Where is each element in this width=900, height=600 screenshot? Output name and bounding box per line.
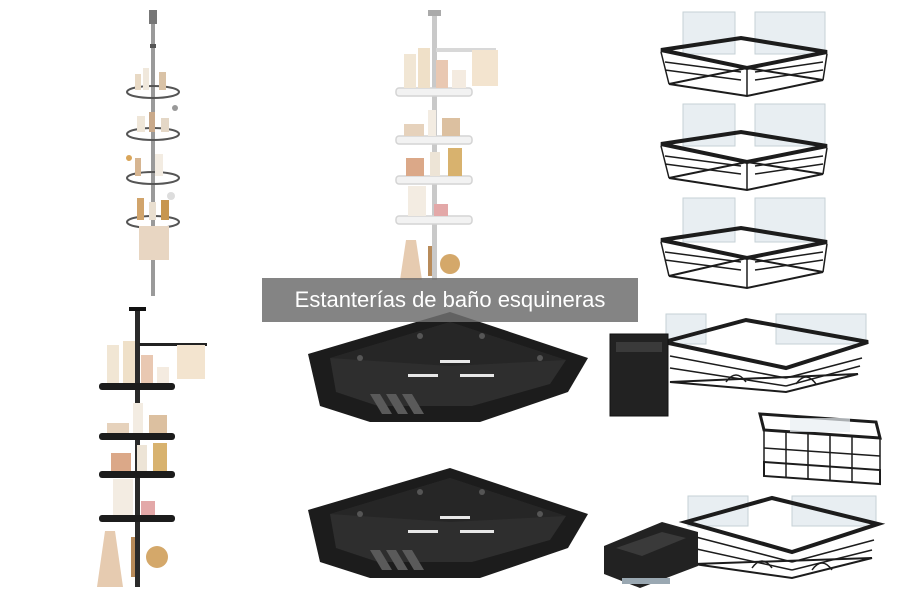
adhesive-corner-shelf-middle-image	[660, 103, 828, 192]
tension-pole-caddy-black[interactable]	[95, 305, 213, 593]
black-plastic-corner-tray-top[interactable]	[300, 306, 592, 428]
adhesive-corner-shelf-bottom-image	[660, 197, 828, 290]
tension-pole-caddy-black-image	[97, 307, 207, 587]
corner-shelf-with-soap-dish-image	[604, 495, 886, 588]
adhesive-corner-shelf-top[interactable]	[655, 10, 835, 100]
title-banner: Estanterías de baño esquineras	[262, 278, 638, 322]
adhesive-corner-shelf-bottom[interactable]	[655, 196, 835, 292]
black-plastic-corner-tray-bottom[interactable]	[300, 462, 592, 584]
tension-pole-caddy-chrome-image	[126, 10, 180, 296]
tension-pole-caddy-chrome[interactable]	[115, 8, 195, 298]
tension-pole-caddy-white-image	[395, 10, 498, 280]
black-plastic-corner-tray-top-image	[308, 312, 588, 422]
black-plastic-corner-tray-bottom-image	[308, 468, 588, 578]
small-wire-basket[interactable]	[756, 408, 884, 488]
adhesive-corner-shelf-middle[interactable]	[655, 102, 835, 194]
corner-shelf-with-cup-holder-image	[609, 313, 869, 417]
tension-pole-caddy-white[interactable]	[388, 8, 506, 290]
adhesive-corner-shelf-top-image	[660, 11, 828, 98]
corner-shelf-with-soap-dish[interactable]	[602, 492, 886, 594]
small-wire-basket-image	[758, 412, 882, 486]
corner-shelf-with-cup-holder[interactable]	[606, 312, 878, 420]
